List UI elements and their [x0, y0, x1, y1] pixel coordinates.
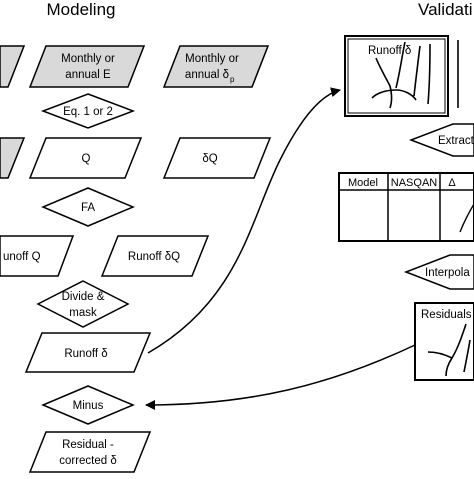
- monthly-dp-subscript: p: [230, 75, 235, 84]
- residual-corrected-box: Residual - corrected δ: [28, 431, 152, 473]
- arrow-runoff-d-to-map: [147, 87, 341, 354]
- q-label: Q: [82, 153, 91, 165]
- map-top-label: Runoff δ: [368, 45, 411, 57]
- interpolate-label: Interpola: [425, 267, 470, 279]
- comparison-table: Model NASQAN Δ: [338, 172, 474, 242]
- runoff-dq-box: Runoff δQ: [100, 235, 210, 277]
- eq-label: Eq. 1 or 2: [63, 106, 113, 118]
- input-partial-gray-top: [0, 45, 26, 88]
- runoff-q-label: unoff Q: [3, 251, 41, 263]
- fa-label: FA: [81, 202, 95, 214]
- fa-diamond: FA: [41, 187, 135, 227]
- residual-line1: Residual -: [62, 439, 114, 451]
- validation-header: Validati: [418, 0, 473, 19]
- minus-diamond: Minus: [41, 385, 135, 425]
- residual-line2: corrected δ: [59, 455, 117, 467]
- river-network-top: [371, 41, 431, 109]
- runoff-dq-label: Runoff δQ: [128, 251, 180, 263]
- monthly-dp-line1: Monthly or: [185, 53, 239, 65]
- modeling-header: Modeling: [47, 0, 116, 19]
- divide-line2: mask: [69, 307, 97, 319]
- eq-diamond: Eq. 1 or 2: [40, 93, 136, 129]
- extract-label: Extract: [438, 135, 474, 147]
- dq-label: δQ: [202, 153, 217, 165]
- q-box: Q: [28, 137, 143, 179]
- table-header-nasqan: NASQAN: [391, 177, 438, 189]
- runoff-d-box: Runoff δ: [24, 332, 152, 373]
- runoff-d-map-box: Runoff δ: [344, 35, 459, 117]
- interpolate-diamond: Interpola: [403, 254, 474, 290]
- monthly-dp-line2: annual δ: [185, 69, 229, 81]
- monthly-annual-dp-input: Monthly or annual δ p: [162, 45, 270, 88]
- monthly-annual-e-input: Monthly or annual E: [28, 45, 146, 88]
- residuals-map-box: Residuals: [414, 302, 474, 381]
- monthly-e-line1: Monthly or: [61, 53, 115, 65]
- table-header-delta: Δ: [448, 177, 456, 189]
- divide-line1: Divide &: [62, 291, 105, 303]
- runoff-d-label: Runoff δ: [64, 348, 107, 360]
- dq-box: δQ: [162, 137, 272, 179]
- minus-label: Minus: [73, 400, 104, 412]
- extract-diamond: Extract: [408, 123, 474, 157]
- river-network-residuals: [427, 323, 471, 377]
- runoff-q-box: unoff Q: [0, 235, 75, 277]
- table-curve: [459, 203, 474, 233]
- residuals-label: Residuals: [421, 309, 472, 321]
- table-header-model: Model: [348, 177, 378, 189]
- divide-mask-diamond: Divide & mask: [36, 280, 130, 328]
- monthly-e-line2: annual E: [65, 69, 111, 81]
- arrow-residuals-to-minus: [145, 344, 416, 410]
- input-partial-gray-mid: [0, 137, 26, 179]
